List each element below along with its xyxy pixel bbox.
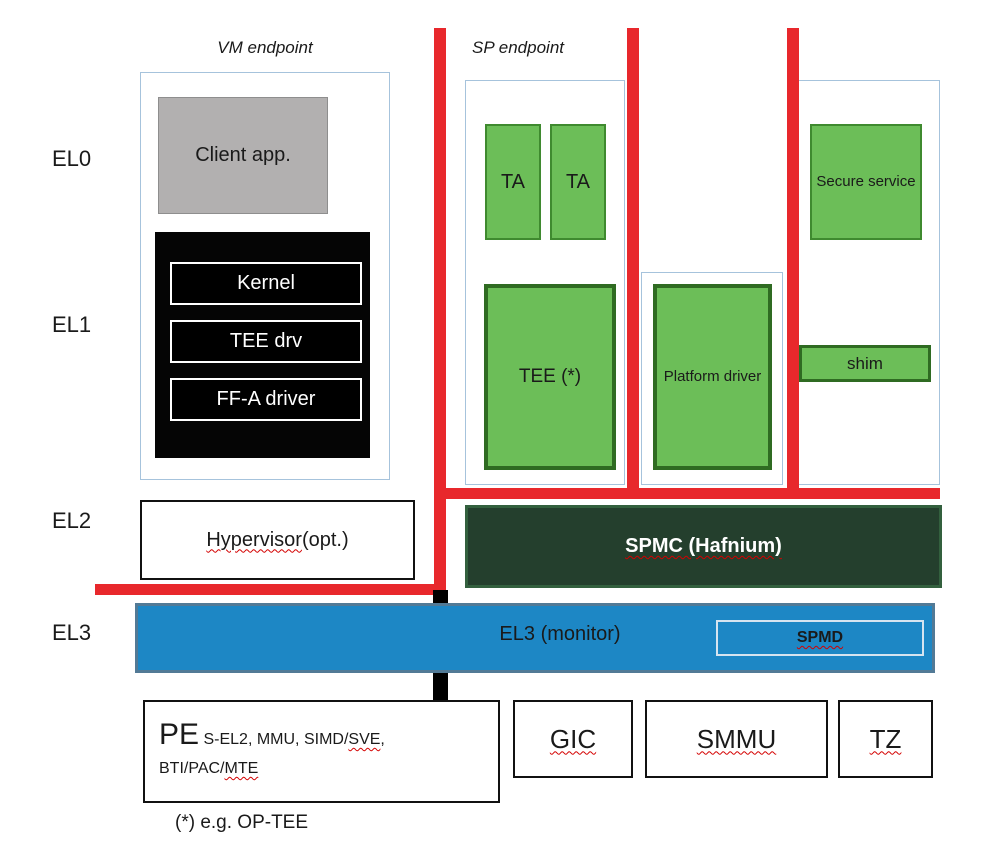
ta-box-2: TA (550, 124, 606, 240)
pe-detail-b: BTI/PAC/ (159, 760, 225, 777)
pe-box: PE S-EL2, MMU, SIMD/SVE, BTI/PAC/MTE (143, 700, 500, 803)
spmd-label: SPMD (796, 629, 844, 646)
platform-driver-box: Platform driver (653, 284, 772, 470)
pe-detail-sve: SVE (348, 731, 381, 748)
row-label-el0: EL0 (52, 146, 92, 171)
el3-monitor-bar: EL3 (monitor) SPMD (135, 603, 935, 673)
hypervisor-box: Hypervisor (opt.) (140, 500, 415, 580)
tee-box: TEE (*) (484, 284, 616, 470)
red-divider-horizontal-normal (95, 584, 440, 595)
tz-label: TZ (869, 723, 902, 754)
red-divider-vertical-sp2-sp3 (787, 28, 799, 499)
smmu-box: SMMU (645, 700, 828, 778)
connector-bottom (433, 673, 448, 700)
spmc-label: SPMC (Hafnium) (625, 535, 782, 557)
gic-label: GIC (549, 723, 597, 754)
vm-endpoint-heading: VM endpoint (217, 38, 313, 57)
row-label-el3: EL3 (52, 620, 92, 645)
sp-endpoint-heading: SP endpoint (472, 38, 564, 57)
footnote: (*) e.g. OP-TEE (175, 812, 309, 833)
red-divider-vertical-sp1-sp2 (627, 28, 639, 499)
hypervisor-label: Hypervisor (206, 528, 302, 551)
gic-box: GIC (513, 700, 633, 778)
client-app-box: Client app. (158, 97, 328, 214)
smmu-label: SMMU (696, 723, 777, 754)
kernel-box: Kernel (170, 262, 362, 305)
pe-label: PE (159, 718, 200, 751)
ta-box-1: TA (485, 124, 541, 240)
spmc-box: SPMC (Hafnium) (465, 505, 942, 588)
tz-box: TZ (838, 700, 933, 778)
hypervisor-suffix: (opt.) (301, 528, 349, 551)
pe-detail-comma: , (380, 731, 385, 748)
connector-top (433, 590, 448, 604)
shim-box: shim (799, 345, 931, 382)
spmd-box: SPMD (716, 620, 924, 656)
ffa-driver-box: FF-A driver (170, 378, 362, 421)
secure-service-box: Secure service (810, 124, 922, 240)
red-divider-vertical-normal-secure (434, 28, 446, 595)
pe-detail-a: S-EL2, MMU, SIMD/ (203, 731, 349, 748)
red-divider-horizontal-secure (440, 488, 940, 499)
pe-detail-mte: MTE (224, 760, 259, 777)
tee-drv-box: TEE drv (170, 320, 362, 363)
row-label-el1: EL1 (52, 312, 92, 337)
el3-monitor-label: EL3 (monitor) (499, 623, 621, 645)
row-label-el2: EL2 (52, 508, 92, 533)
